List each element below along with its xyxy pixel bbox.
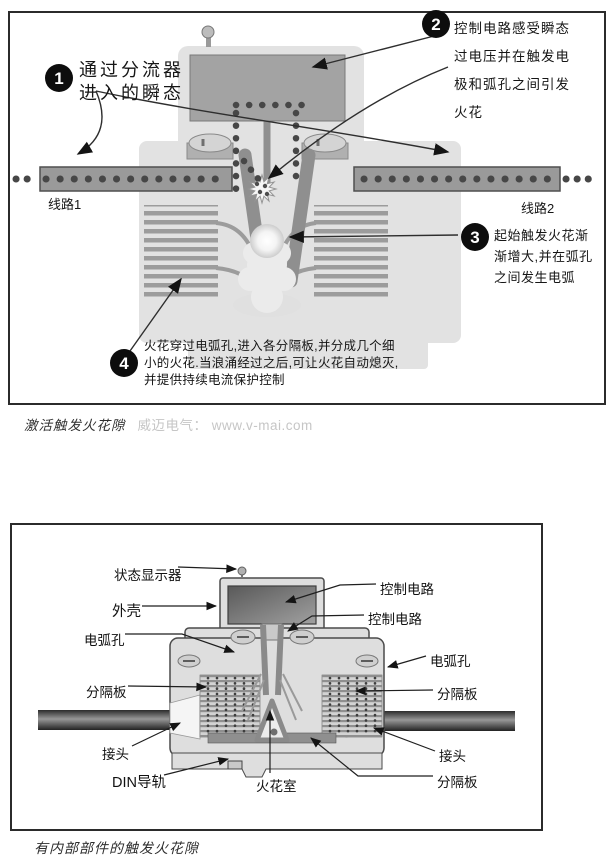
arrow-separator-bottom-right	[310, 737, 433, 777]
control-circuit-block	[227, 585, 317, 625]
label-spark-chamber: 火花室	[256, 779, 297, 794]
din-rail-clip	[227, 760, 243, 770]
cable-left	[38, 710, 170, 730]
callout-4-text: 火花穿过电弧孔,进入各分隔板,并分成几个细 小的火花.当浪涌经过之后,可让火花自…	[144, 339, 399, 387]
label-separator-right: 分隔板	[437, 687, 478, 702]
figure2-caption-row: 有内部部件的触发火花隙	[34, 838, 199, 858]
arrow-to-line1	[76, 90, 103, 155]
arrow-connector-left	[131, 722, 181, 747]
watermark: 威迈电气： www.v-mai.com	[137, 418, 313, 433]
busbar-line1	[12, 166, 233, 192]
callout-leader-lines	[76, 34, 459, 352]
arrow-control-circuit-top	[284, 583, 377, 604]
callout-badge-3: 3	[461, 223, 489, 251]
callout-1-text: 通过分流器 进入的瞬态	[79, 60, 184, 103]
callout-badge-1: 1	[45, 64, 73, 92]
connector-wedge-left	[169, 694, 201, 740]
label-control-circuit-top: 控制电路	[380, 582, 434, 597]
control-circuit-box	[189, 25, 346, 122]
spark-gap-parts-drawing	[38, 564, 515, 778]
figure1-caption: 激活触发火花隙	[24, 418, 126, 433]
arrow-separator-left	[127, 682, 208, 692]
figure2-caption: 有内部部件的触发火花隙	[34, 840, 199, 856]
label-control-circuit-lower: 控制电路	[368, 612, 422, 627]
label-connector-left: 接头	[102, 747, 129, 762]
label-arc-hole-left: 电弧孔	[84, 633, 125, 648]
figure-internal-parts: 状态显示器 外壳 电弧孔 分隔板 接头 DIN导轨 火花室 控制电路 控制电路 …	[10, 523, 543, 831]
label-status-indicator: 状态显示器	[114, 568, 182, 583]
label-separator-left: 分隔板	[86, 685, 127, 700]
arrow-to-line2	[95, 90, 450, 156]
cable-right	[375, 711, 515, 731]
line2-label: 线路2	[521, 201, 555, 216]
figure-activation-spark-gap: 1 2 3 4 通过分流器 进入的瞬态 控制电路感受瞬态 过电压并在触发电 极和…	[8, 10, 606, 405]
busbar-line2	[353, 166, 598, 192]
spark-chamber	[241, 624, 303, 743]
label-arc-hole-right: 电弧孔	[430, 654, 471, 669]
callout-badge-2: 2	[422, 10, 450, 38]
arrow-to-control-circuit	[311, 34, 439, 70]
indicator-stem	[206, 35, 211, 47]
separator-plates-right	[272, 205, 388, 301]
status-indicator-bulb	[201, 25, 215, 39]
label-leader-lines	[125, 564, 436, 777]
screw-terminals	[186, 133, 349, 160]
label-separator-bottom-right: 分隔板	[437, 775, 478, 790]
arrow-to-spark	[267, 66, 449, 179]
callout-badge-4: 4	[110, 349, 138, 377]
separator-stack-right	[321, 674, 383, 738]
arrow-to-arc-glow	[288, 230, 459, 243]
label-housing: 外壳	[112, 604, 141, 620]
arrow-arc-hole-right	[386, 655, 427, 669]
status-indicator-dot	[237, 566, 247, 576]
spark-gap-activation-drawing	[12, 25, 598, 369]
arrow-separator-right	[354, 686, 434, 696]
screws	[177, 629, 379, 668]
glow-arc	[250, 224, 284, 258]
figure1-caption-row: 激活触发火花隙 威迈电气： www.v-mai.com	[24, 414, 313, 434]
callout-3-text: 起始触发火花渐 渐增大,并在弧孔 之间发生电弧	[494, 228, 593, 285]
arrow-status-indicator	[177, 564, 238, 573]
label-connector-right: 接头	[439, 749, 466, 764]
arrow-to-separator-plates	[129, 277, 182, 352]
arrow-arc-hole-left	[125, 633, 236, 653]
callout-2-text: 控制电路感受瞬态 过电压并在触发电 极和弧孔之间引发 火花	[454, 21, 570, 120]
arrow-din-rail	[163, 757, 230, 776]
arrow-connector-right	[372, 727, 436, 752]
separator-stack-left	[199, 674, 261, 738]
trigger-dot-trails	[232, 101, 306, 195]
arc-chamber-cloud	[233, 224, 301, 317]
label-din-rail: DIN导轨	[112, 775, 166, 791]
line1-label: 线路1	[48, 197, 82, 212]
arrow-control-circuit-lower	[287, 614, 365, 632]
